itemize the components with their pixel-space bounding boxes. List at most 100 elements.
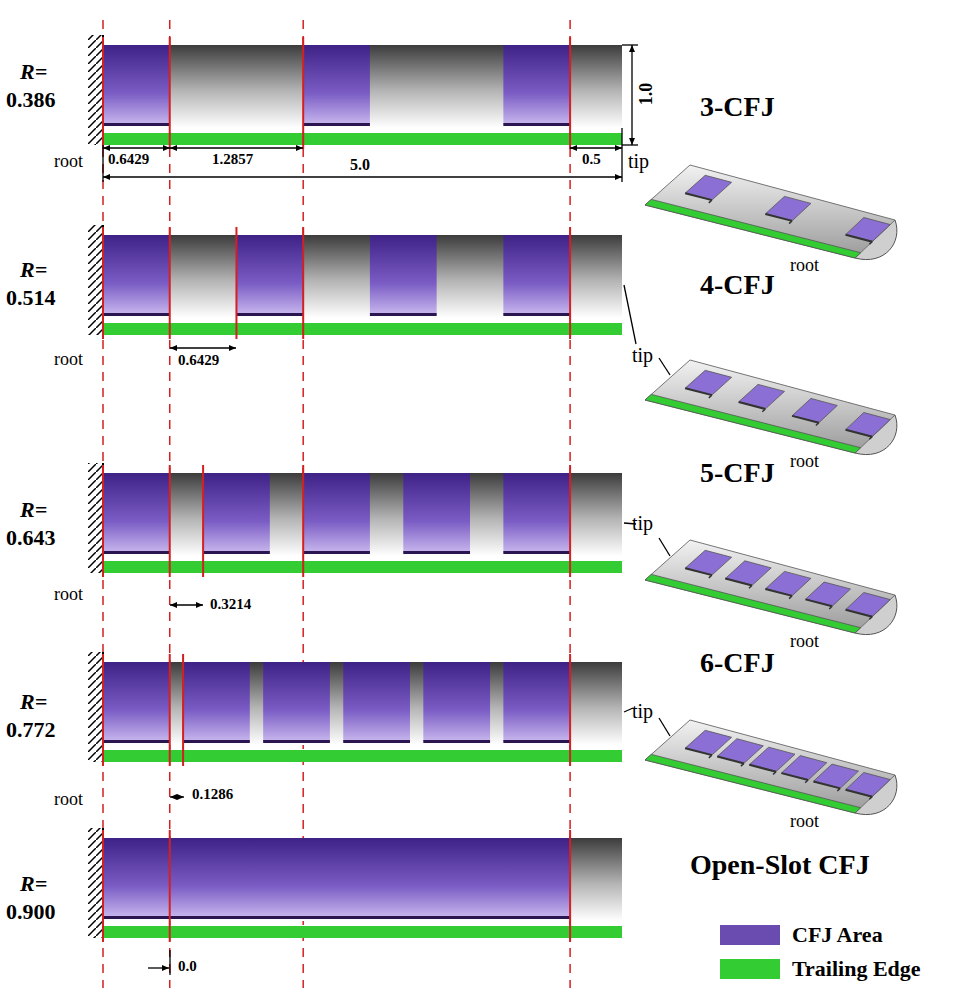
- root-wall: [88, 652, 103, 762]
- leader-line: [659, 358, 670, 375]
- wing-3d: [645, 165, 895, 258]
- cfj-slot: [762, 409, 765, 412]
- root-wall: [88, 463, 103, 573]
- trailing-edge: [104, 323, 622, 335]
- cfj-area: [303, 473, 370, 553]
- section-line: [569, 227, 571, 339]
- dimension-label: 0.3214: [210, 596, 251, 613]
- ratio-value: 0.772: [6, 718, 56, 742]
- cfj-area: [203, 473, 270, 553]
- dimension-label: 0.5: [582, 151, 601, 168]
- dimension-label: 5.0: [350, 156, 370, 174]
- cfj-slot: [725, 579, 752, 586]
- ratio-label: R=: [20, 258, 47, 282]
- section-line: [169, 654, 171, 766]
- cfj-slot: [869, 617, 872, 620]
- guide-line: [569, 20, 571, 988]
- cfj-slot: [370, 313, 437, 316]
- cfj-slot: [709, 575, 712, 578]
- wing-surface: [103, 838, 622, 921]
- legend-text: Trailing Edge: [792, 956, 921, 982]
- section-line: [302, 37, 304, 149]
- cfj-slot: [773, 772, 776, 775]
- dimension-line: [570, 147, 622, 148]
- leader-line: [659, 538, 670, 556]
- ratio-value: 0.386: [6, 88, 56, 112]
- cfj-slot: [103, 916, 570, 919]
- cfj-area: [503, 473, 570, 553]
- cfj-slot: [103, 313, 170, 316]
- root-label: root: [790, 452, 819, 472]
- cfj-area: [686, 175, 732, 199]
- trailing-edge: [104, 133, 622, 145]
- cfj-slot: [845, 610, 872, 617]
- cfj-area: [846, 413, 890, 437]
- dimension-line: [170, 147, 303, 148]
- cfj-slot: [103, 123, 170, 126]
- cfj-slot: [829, 606, 832, 609]
- cfj-slot: [845, 235, 872, 242]
- cfj-area: [686, 730, 732, 754]
- root-label: root: [790, 256, 819, 276]
- cfj-area: [686, 370, 732, 394]
- legend-swatch: [720, 925, 780, 945]
- section-line: [169, 37, 171, 149]
- panel-title: 3-CFJ: [700, 92, 775, 123]
- dimension-label: 0.1286: [192, 786, 233, 803]
- legend-row: Trailing Edge: [720, 956, 921, 982]
- section-line: [169, 227, 171, 339]
- cfj-slot: [781, 773, 808, 780]
- cfj-slot: [709, 200, 712, 203]
- cfj-slot: [813, 781, 840, 788]
- cfj-slot: [739, 402, 766, 409]
- trailing-edge: [104, 926, 622, 938]
- cfj-slot: [765, 589, 792, 596]
- tip-label: tip: [632, 700, 653, 722]
- ratio-value: 0.900: [6, 900, 56, 924]
- section-line: [102, 227, 104, 339]
- section-line: [169, 830, 171, 942]
- extension-line: [621, 128, 622, 182]
- cfj-slot: [685, 388, 712, 395]
- section-line: [202, 465, 204, 577]
- cfj-slot: [503, 551, 570, 554]
- cfj-area: [686, 550, 732, 574]
- ratio-value: 0.643: [6, 526, 56, 550]
- legend-swatch: [720, 959, 780, 979]
- cfj-area: [103, 473, 170, 553]
- root-label: root: [54, 790, 83, 810]
- cfj-slot: [685, 568, 712, 575]
- cfj-area: [236, 235, 303, 315]
- cfj-slot: [685, 748, 712, 755]
- ratio-label: R=: [20, 498, 47, 522]
- dimension-line: [148, 967, 169, 968]
- cfj-slot: [103, 551, 170, 554]
- cfj-area: [103, 45, 170, 125]
- cfj-area: [766, 571, 811, 595]
- cfj-area: [503, 662, 570, 742]
- cfj-slot: [343, 740, 410, 743]
- cfj-slot: [749, 585, 752, 588]
- root-label: root: [54, 350, 83, 370]
- cfj-slot: [236, 313, 303, 316]
- ratio-label: R=: [20, 872, 47, 896]
- trailing-edge: [104, 750, 622, 762]
- extension-line: [622, 44, 638, 45]
- section-line: [102, 37, 104, 149]
- cfj-slot: [805, 599, 832, 606]
- cfj-area: [103, 838, 570, 918]
- cfj-area: [403, 473, 470, 553]
- extension-line: [622, 144, 638, 145]
- wing-3d: [645, 360, 895, 453]
- section-line: [235, 227, 237, 339]
- cfj-area: [766, 196, 811, 220]
- cfj-slot: [263, 740, 330, 743]
- cfj-area: [183, 662, 250, 742]
- root-label: root: [790, 632, 819, 652]
- section-line: [169, 465, 171, 577]
- section-line: [569, 37, 571, 149]
- cfj-area: [503, 45, 570, 125]
- cfj-slot: [805, 780, 808, 783]
- cfj-slot: [845, 430, 872, 437]
- tip-label: tip: [628, 150, 649, 172]
